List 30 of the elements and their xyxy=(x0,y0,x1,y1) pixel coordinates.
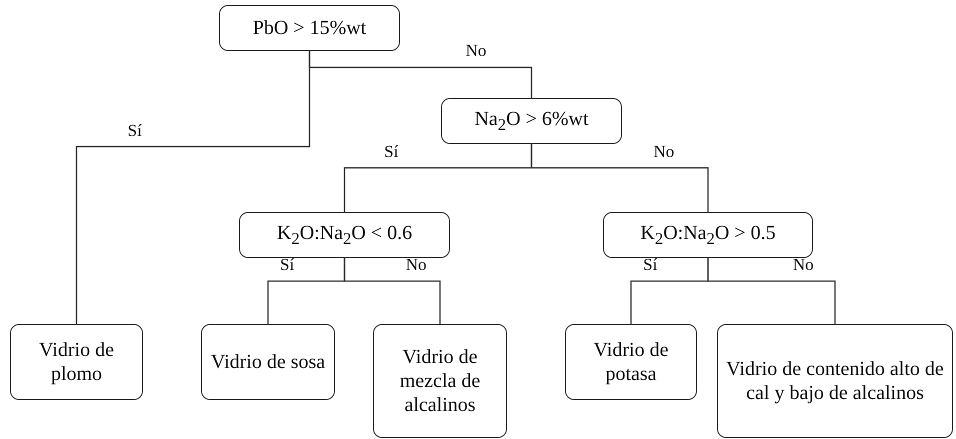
node-text: K$_{2}$O:Na$_{2}$O < 0.6 xyxy=(276,221,412,249)
node-text: Vidrio de mezcla de alcalinos xyxy=(398,345,482,417)
decision-box xyxy=(239,212,450,258)
decision-box xyxy=(373,324,507,438)
decision-box xyxy=(603,212,813,258)
decision-box xyxy=(717,324,953,438)
node-text: Vidrio de potasa xyxy=(592,338,670,386)
edge-label: No xyxy=(653,142,674,162)
edge-label: No xyxy=(792,255,814,276)
decision-box xyxy=(441,98,622,144)
connector-line xyxy=(530,144,709,212)
edge-label: No xyxy=(466,41,486,62)
connector-line xyxy=(344,258,441,324)
decision-box xyxy=(219,5,400,51)
edge-label: Sí xyxy=(384,142,398,162)
node-text: Na$_{2}$O > 6%wt xyxy=(474,107,589,135)
edge-label: No xyxy=(406,255,427,276)
connector-line xyxy=(707,258,836,324)
node-text: K$_{2}$O:Na$_{2}$O > 0.5 xyxy=(640,221,776,249)
edge-label: Sí xyxy=(643,255,658,276)
decision-box xyxy=(565,324,697,400)
node-text: Vidrio de contenido alto de cal y bajo de alcalinos xyxy=(725,357,945,405)
node-text: PbO > 15%wt xyxy=(252,16,366,40)
edge-label: Sí xyxy=(128,120,142,141)
node-text: Vidrio de sosa xyxy=(210,350,326,374)
connector-line xyxy=(308,51,532,98)
edge-label: Sí xyxy=(280,255,294,276)
decision-box xyxy=(201,324,335,400)
decision-box xyxy=(10,324,143,400)
node-text: Vidrio de plomo xyxy=(38,338,115,386)
